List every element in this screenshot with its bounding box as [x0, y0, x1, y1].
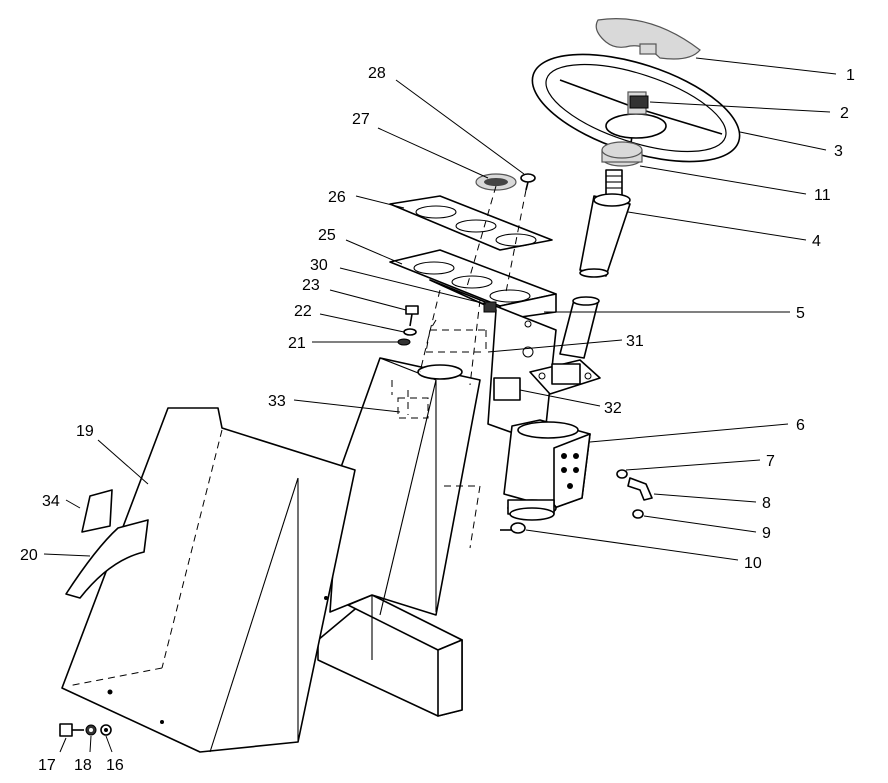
- o-ring-7: [616, 469, 628, 479]
- alignment-lines: [391, 185, 527, 549]
- callout-17: 17: [38, 757, 56, 774]
- bolt-17: [59, 723, 84, 737]
- gasket-plate-26: [389, 195, 553, 251]
- column-support-frame: [329, 357, 481, 616]
- grommet-27: [475, 173, 517, 191]
- decal-20: [65, 519, 149, 599]
- o-ring-9: [632, 509, 644, 519]
- callout-3: 3: [834, 143, 843, 160]
- callout-26: 26: [328, 189, 346, 206]
- callout-32: 32: [604, 400, 622, 417]
- callout-30: 30: [310, 257, 328, 274]
- callout-2: 2: [840, 105, 849, 122]
- callout-19: 19: [76, 423, 94, 440]
- callout-8: 8: [762, 495, 771, 512]
- flat-washer-16: [100, 724, 112, 736]
- callout-20: 20: [20, 547, 38, 564]
- callout-10: 10: [744, 555, 762, 572]
- callout-1: 1: [846, 67, 855, 84]
- callout-21: 21: [288, 335, 306, 352]
- callout-31: 31: [626, 333, 644, 350]
- bolt-23: [405, 305, 419, 327]
- washer-22: [403, 328, 417, 336]
- steering-valve: [503, 419, 591, 521]
- decal-33: [397, 397, 429, 419]
- callout-34: 34: [42, 493, 60, 510]
- column-bushing: [601, 141, 643, 167]
- callout-18: 18: [74, 757, 92, 774]
- callout-4: 4: [812, 233, 821, 250]
- callout-5: 5: [796, 305, 805, 322]
- wheel-nut: [629, 95, 649, 109]
- callout-6: 6: [796, 417, 805, 434]
- callout-25: 25: [318, 227, 336, 244]
- callout-22: 22: [294, 303, 312, 320]
- decal-34: [81, 489, 113, 533]
- bolt-10: [500, 522, 526, 534]
- column-base-tube: [317, 594, 463, 717]
- callout-23: 23: [302, 277, 320, 294]
- callout-16: 16: [106, 757, 124, 774]
- steering-column-shaft: [579, 169, 631, 278]
- screw-28: [520, 173, 536, 191]
- callout-9: 9: [762, 525, 771, 542]
- leader-lines: [43, 57, 837, 753]
- decal-32: [493, 377, 521, 401]
- nut-30: [483, 301, 497, 313]
- nut-21: [397, 338, 411, 346]
- callout-27: 27: [352, 111, 370, 128]
- callout-11: 11: [814, 187, 831, 204]
- shroud-cover: [61, 407, 356, 753]
- steering-valve-shaft: [529, 296, 601, 395]
- callout-28: 28: [368, 65, 386, 82]
- lock-washer-18: [85, 724, 97, 736]
- callout-labels: 1 2 3 11 4 5 31 32 6 7 8 9 10 28 27 26 2…: [20, 65, 855, 774]
- callout-33: 33: [268, 393, 286, 410]
- callout-7: 7: [766, 453, 775, 470]
- steering-wheel-cap: [595, 18, 701, 60]
- elbow-fitting-8: [627, 477, 653, 501]
